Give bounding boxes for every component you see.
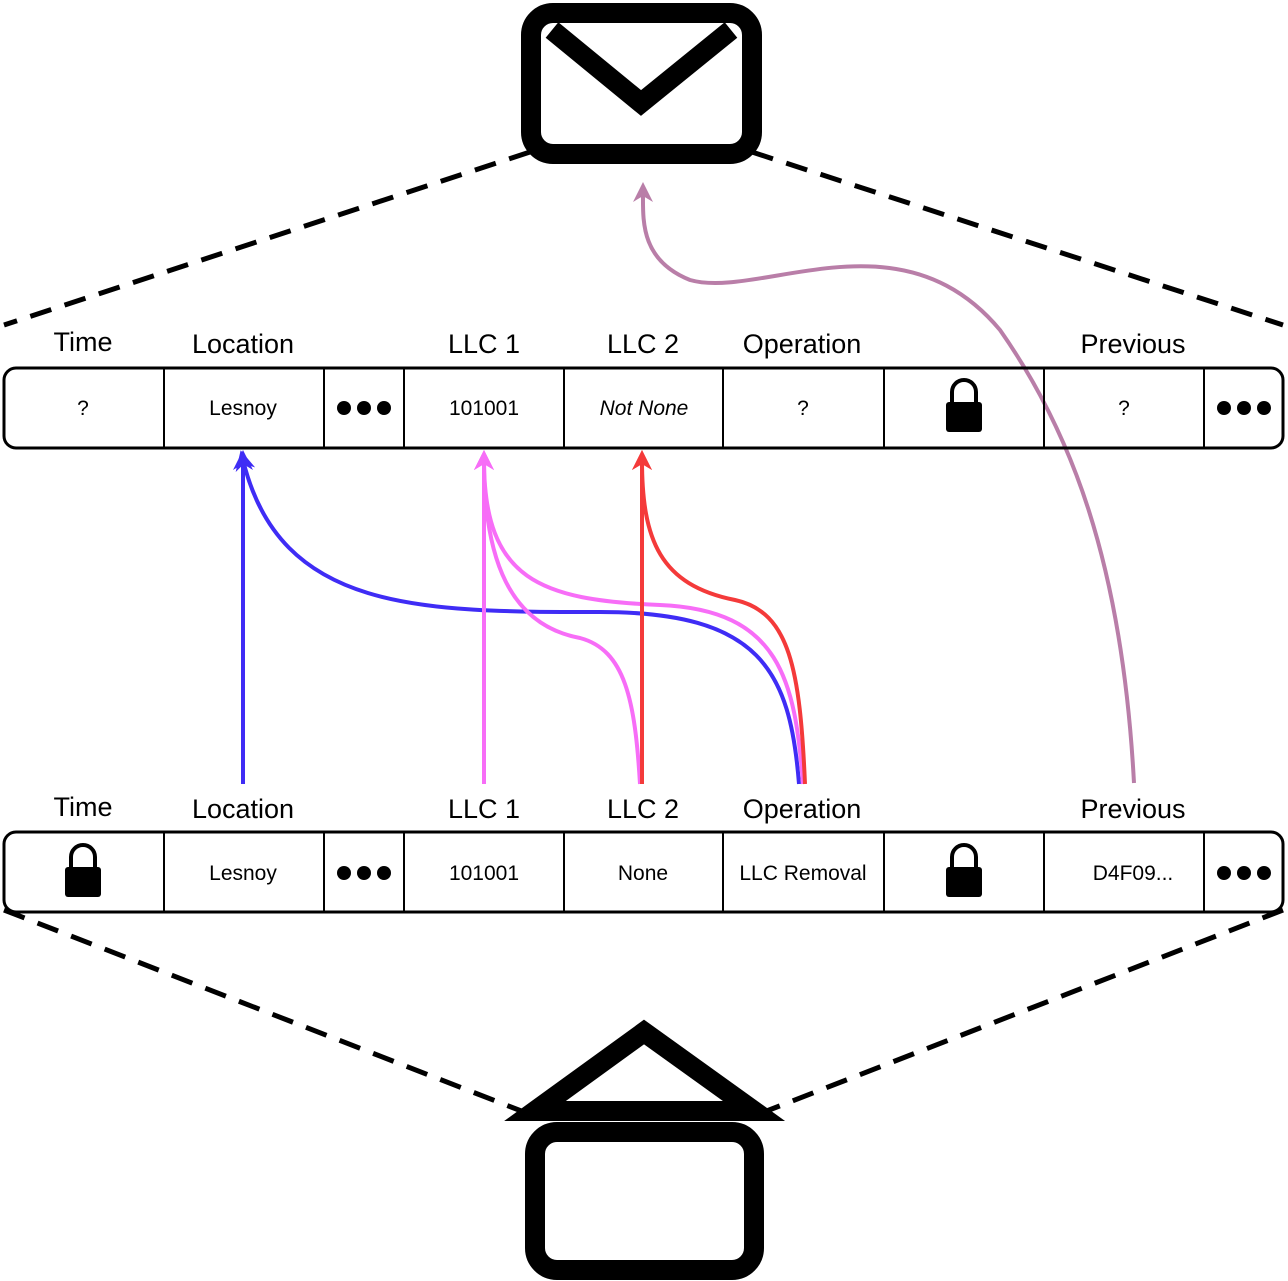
projection-line-bottom-right xyxy=(763,907,1284,1115)
envelope-open-icon xyxy=(504,1019,786,1280)
bottom-cell-llc2: None xyxy=(618,862,668,885)
bottom-header-llc1: LLC 1 xyxy=(448,794,520,824)
bottom-cell-previous: D4F09... xyxy=(1093,862,1174,885)
projection-line-top-right xyxy=(751,149,1284,328)
lock-icon xyxy=(944,378,984,434)
top-cell-location: Lesnoy xyxy=(209,397,277,420)
bottom-cell-location: Lesnoy xyxy=(209,862,277,885)
bottom-row-frame xyxy=(2,830,1285,914)
top-record-row: Time Location LLC 1 LLC 2 Operation Prev… xyxy=(2,327,1285,450)
top-header-time: Time xyxy=(54,327,113,357)
arrow-previous-to-envelope xyxy=(632,182,1136,784)
bottom-header-time: Time xyxy=(54,792,113,822)
envelope-closed-icon xyxy=(521,3,762,164)
ellipsis-icon xyxy=(1217,866,1271,880)
top-header-location: Location xyxy=(192,329,294,359)
ellipsis-icon xyxy=(337,401,391,415)
arrow-operation-to-location xyxy=(235,450,801,785)
ellipsis-icon xyxy=(337,866,391,880)
top-cell-previous: ? xyxy=(1118,397,1130,420)
projection-line-top-left xyxy=(3,149,531,328)
arrow-operation-to-llc2 xyxy=(632,450,807,785)
dependency-arrows xyxy=(233,182,1136,785)
arrow-operation-to-llc1 xyxy=(474,450,805,785)
bottom-cell-llc1: 101001 xyxy=(449,862,519,885)
bottom-header-operation: Operation xyxy=(743,794,862,824)
top-header-llc1: LLC 1 xyxy=(448,329,520,359)
lock-icon xyxy=(63,843,103,899)
bottom-record-row: Time Location LLC 1 LLC 2 Operation Prev… xyxy=(2,792,1285,914)
top-cell-llc1: 101001 xyxy=(449,397,519,420)
bottom-header-llc2: LLC 2 xyxy=(607,794,679,824)
projection-line-bottom-left xyxy=(3,907,525,1115)
ellipsis-icon xyxy=(1217,401,1271,415)
top-cell-llc2: Not None xyxy=(600,397,689,420)
bottom-cell-operation: LLC Removal xyxy=(739,862,866,885)
top-header-llc2: LLC 2 xyxy=(607,329,679,359)
top-header-previous: Previous xyxy=(1080,329,1185,359)
bottom-header-previous: Previous xyxy=(1080,794,1185,824)
lock-icon xyxy=(944,843,984,899)
arrow-llc2-to-llc1 xyxy=(474,450,642,785)
projection-lines xyxy=(3,149,1284,1115)
bottom-header-location: Location xyxy=(192,794,294,824)
top-cell-operation: ? xyxy=(797,397,809,420)
top-row-frame xyxy=(2,366,1285,450)
top-header-operation: Operation xyxy=(743,329,862,359)
top-cell-time: ? xyxy=(77,397,89,420)
